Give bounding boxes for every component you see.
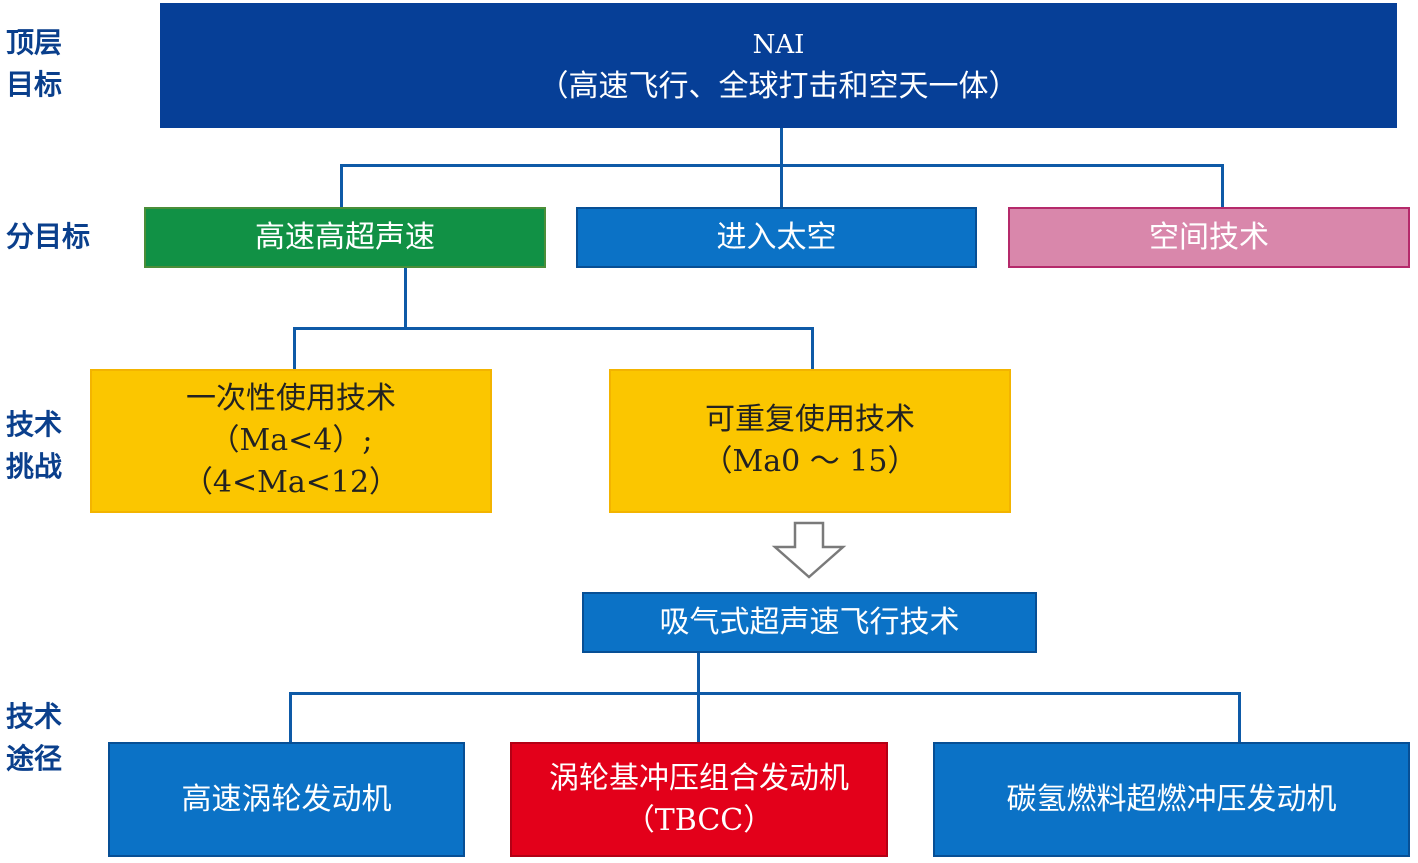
path-label-abbr: （TBCC） [624, 802, 774, 838]
challenge-single-use: 一次性使用技术 （Ma<4）; （4<Ma<12） [90, 369, 492, 513]
side-label-top-goal: 顶层 目标 [6, 22, 62, 106]
path-label: 涡轮基冲压组合发动机 [549, 760, 849, 796]
side-label-tech-challenge: 技术 挑战 [6, 404, 62, 488]
connector [780, 164, 783, 208]
path-tbcc: 涡轮基冲压组合发动机 （TBCC） [510, 742, 888, 857]
path-scramjet: 碳氢燃料超燃冲压发动机 [933, 742, 1410, 857]
side-label-line: 顶层 [6, 26, 63, 59]
connector [1238, 692, 1241, 743]
path-label: 碳氢燃料超燃冲压发动机 [1006, 781, 1337, 817]
side-label-line: 途径 [6, 742, 63, 775]
connector [289, 692, 1241, 695]
challenge-range: （Ma0 ～ 15） [702, 444, 918, 479]
sub-goal-space-tech: 空间技术 [1008, 207, 1410, 268]
down-arrow-icon [771, 521, 847, 579]
core-tech-box: 吸气式超声速飞行技术 [582, 592, 1037, 653]
sub-goal-hypersonic: 高速高超声速 [144, 207, 546, 268]
challenge-title: 可重复使用技术 [705, 402, 915, 437]
challenge-title: 一次性使用技术 [186, 381, 396, 416]
connector [1221, 164, 1224, 208]
top-goal-box: NAI （高速飞行、全球打击和空天一体） [160, 3, 1397, 128]
top-goal-title: NAI [752, 29, 805, 60]
connector [697, 692, 700, 743]
core-tech-label: 吸气式超声速飞行技术 [659, 604, 960, 640]
connector [289, 692, 292, 743]
sub-goal-label: 高速高超声速 [255, 219, 435, 255]
side-label-line: 技术 [6, 700, 63, 733]
connector [293, 327, 814, 330]
side-label-line: 分目标 [6, 220, 91, 253]
connector [340, 164, 343, 208]
top-goal-subtitle: （高速飞行、全球打击和空天一体） [538, 68, 1019, 104]
sub-goal-label: 进入太空 [716, 219, 837, 255]
sub-goal-space-access: 进入太空 [576, 207, 977, 268]
side-label-line: 技术 [6, 408, 63, 441]
side-label-line: 挑战 [6, 450, 63, 483]
connector [780, 128, 783, 167]
side-label-sub-goal: 分目标 [6, 216, 90, 258]
connector [293, 327, 296, 370]
path-high-speed-turbine: 高速涡轮发动机 [108, 742, 465, 857]
side-label-line: 目标 [6, 68, 63, 101]
connector [811, 327, 814, 370]
challenge-range: （4<Ma<12） [182, 465, 400, 500]
challenge-reusable: 可重复使用技术 （Ma0 ～ 15） [609, 369, 1011, 513]
sub-goal-label: 空间技术 [1149, 219, 1269, 255]
challenge-range: （Ma<4）; [209, 423, 373, 458]
side-label-tech-path: 技术 途径 [6, 696, 62, 780]
connector [697, 653, 700, 695]
connector [404, 268, 407, 330]
path-label: 高速涡轮发动机 [181, 781, 392, 817]
